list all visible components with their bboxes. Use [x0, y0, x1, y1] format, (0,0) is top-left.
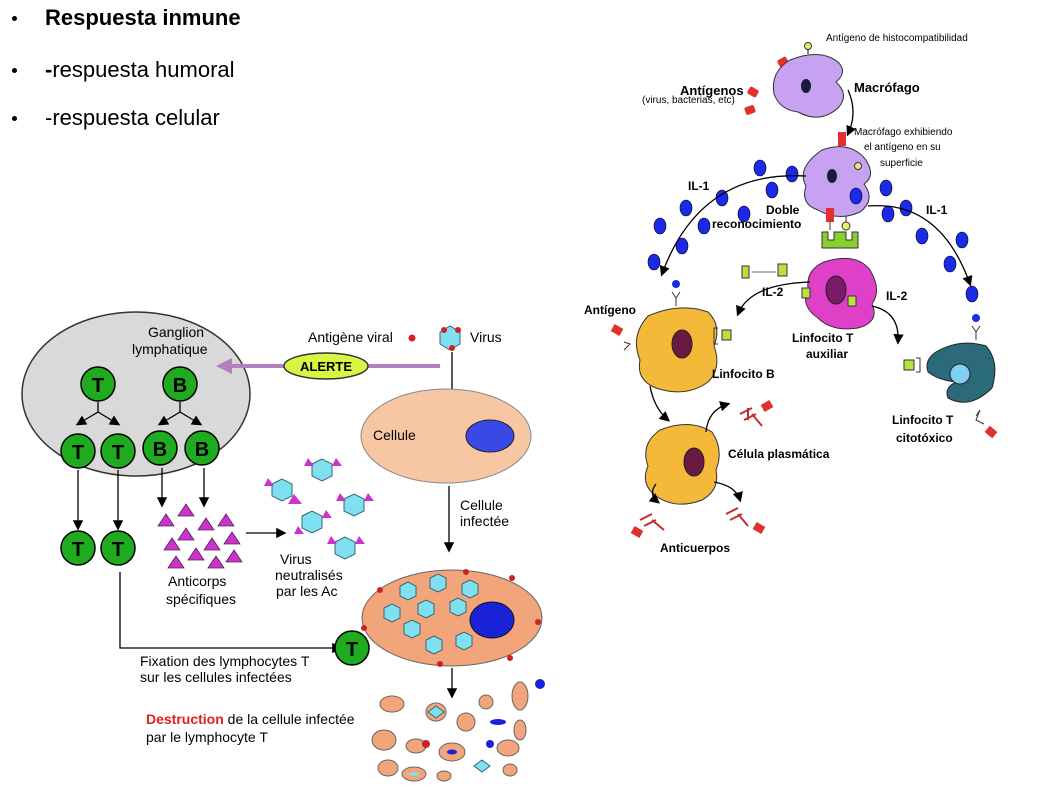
antigen-label: Antígeno: [584, 303, 636, 317]
plasma-cell: [644, 424, 720, 505]
infected-label-1: Cellule: [460, 497, 503, 513]
svg-text:B: B: [173, 375, 187, 397]
macro-exh-1: Macrófago exhibiendo: [854, 127, 953, 138]
antibody-triangles: [157, 503, 243, 569]
b-lymphocyte-label: Linfocito B: [712, 367, 775, 381]
bullet-text: Respuesta inmune: [45, 5, 241, 30]
helper-t-label-2: auxiliar: [806, 347, 848, 361]
bullet-text: -respuesta celular: [45, 105, 220, 130]
virus-icon: [439, 325, 461, 351]
fixation-label-1: Fixation des lymphocytes T: [140, 653, 310, 669]
healthy-cell-nucleus: [465, 419, 515, 453]
svg-text:T: T: [72, 539, 84, 561]
neutralized-label-3: par les Ac: [276, 583, 337, 599]
infected-label-2: infectée: [460, 513, 509, 529]
alert-text: ALERTE: [300, 359, 352, 374]
double-recognition-2: reconocimiento: [712, 217, 801, 231]
svg-text:T: T: [346, 639, 358, 661]
b-cell-node: B: [162, 366, 198, 402]
double-recognition-1: Doble: [766, 203, 800, 217]
svg-text:T: T: [92, 375, 104, 397]
destruction-label-1: Destruction de la cellule infectée: [146, 711, 355, 727]
b-cell-pair: B B: [142, 430, 220, 466]
macrophage-label: Macrófago: [854, 80, 920, 95]
destruction-rest: de la cellule infectée: [224, 711, 355, 727]
intracellular-viruses: [383, 573, 479, 655]
bullet-text: respuesta humoral: [52, 57, 235, 82]
healthy-cell: [360, 388, 532, 484]
b-lymphocyte-receptor: [671, 280, 681, 306]
antigens-label: Antígenos: [680, 83, 744, 98]
antigens-sub-label: (virus, bacterias, etc): [642, 95, 735, 106]
bullet-dot: [12, 115, 17, 121]
antibodies-label: Anticuerpos: [660, 541, 730, 555]
helper-t-label-1: Linfocito T: [792, 331, 854, 345]
antibody-label-2: spécifiques: [166, 591, 236, 607]
plasma-cell-label: Célula plasmática: [728, 447, 830, 461]
destruction-label-2: par le lymphocyte T: [146, 729, 268, 745]
helper-t-nucleus: [825, 275, 847, 305]
tcr-receptor: [821, 231, 859, 249]
svg-text:T: T: [72, 442, 84, 464]
destruction-word: Destruction: [146, 711, 224, 727]
plasma-cell-nucleus: [683, 447, 705, 477]
macrophage-presenting-nucleus: [827, 169, 837, 183]
bullet-respuesta-celular: -respuesta celular: [12, 103, 220, 133]
antibody-bound-antigens: [630, 400, 774, 538]
infected-cell-antigens: [361, 569, 541, 667]
lymph-node-title-2: lymphatique: [132, 341, 208, 357]
alert-badge: [283, 352, 369, 380]
neutralized-viruses: [264, 458, 374, 560]
svg-text:T: T: [112, 539, 124, 561]
il1-label-right: IL-1: [926, 203, 948, 217]
bullet-respuesta-humoral: -respuesta humoral: [12, 55, 235, 85]
macrophage-top-nucleus: [801, 79, 811, 93]
cell-label: Cellule: [373, 427, 416, 443]
t-cells-effector: T T: [60, 530, 136, 566]
fixation-label-2: sur les cellules infectées: [140, 669, 292, 685]
macrophage-presenting: [802, 146, 871, 217]
virus-label: Virus: [470, 329, 502, 345]
svg-text:B: B: [195, 439, 209, 461]
neutralized-label-2: neutralisés: [275, 567, 343, 583]
il1-molecules-left: [647, 159, 799, 271]
antibody-label-1: Anticorps: [168, 573, 226, 589]
cytotoxic-t-label-1: Linfocito T: [892, 413, 954, 427]
macro-exh-3: superficie: [880, 158, 923, 169]
bullet-dash: -: [45, 57, 53, 82]
il1-molecules-right: [849, 179, 979, 303]
cytotoxic-t-nucleus: [949, 363, 971, 385]
bullet-dot: [12, 15, 17, 21]
t-cell-pair: T T: [60, 433, 136, 469]
macro-exh-2: el antígeno en su: [864, 142, 941, 153]
infected-cell-nucleus: [469, 601, 515, 639]
il2-label-right: IL-2: [886, 289, 908, 303]
svg-text:T: T: [112, 442, 124, 464]
lymph-node-title-1: Ganglion: [148, 324, 204, 340]
cytotoxic-t-label-2: citotóxico: [896, 431, 953, 445]
bullet-respuesta-inmune: Respuesta inmune: [12, 3, 241, 33]
t-cell-node: T: [80, 366, 116, 402]
alert-arrow-head: [216, 358, 232, 374]
histocompatibility-label: Antígeno de histocompatibilidad: [826, 33, 968, 44]
viral-antigen-label: Antigène viral: [308, 329, 393, 345]
il1-label-left: IL-1: [688, 179, 710, 193]
viral-antigen-dot: [408, 334, 416, 342]
antibody-y-shapes: [639, 407, 763, 531]
il2-molecules: [741, 263, 788, 279]
bullet-dot: [12, 67, 17, 73]
neutralized-label-1: Virus: [280, 551, 312, 567]
presented-antigen: [838, 132, 846, 146]
cell-debris: [371, 679, 545, 782]
t-cell-attacking: T: [334, 630, 370, 666]
b-lymphocyte-nucleus: [671, 329, 693, 359]
svg-text:B: B: [153, 439, 167, 461]
cytotoxic-receptor: [971, 314, 981, 340]
